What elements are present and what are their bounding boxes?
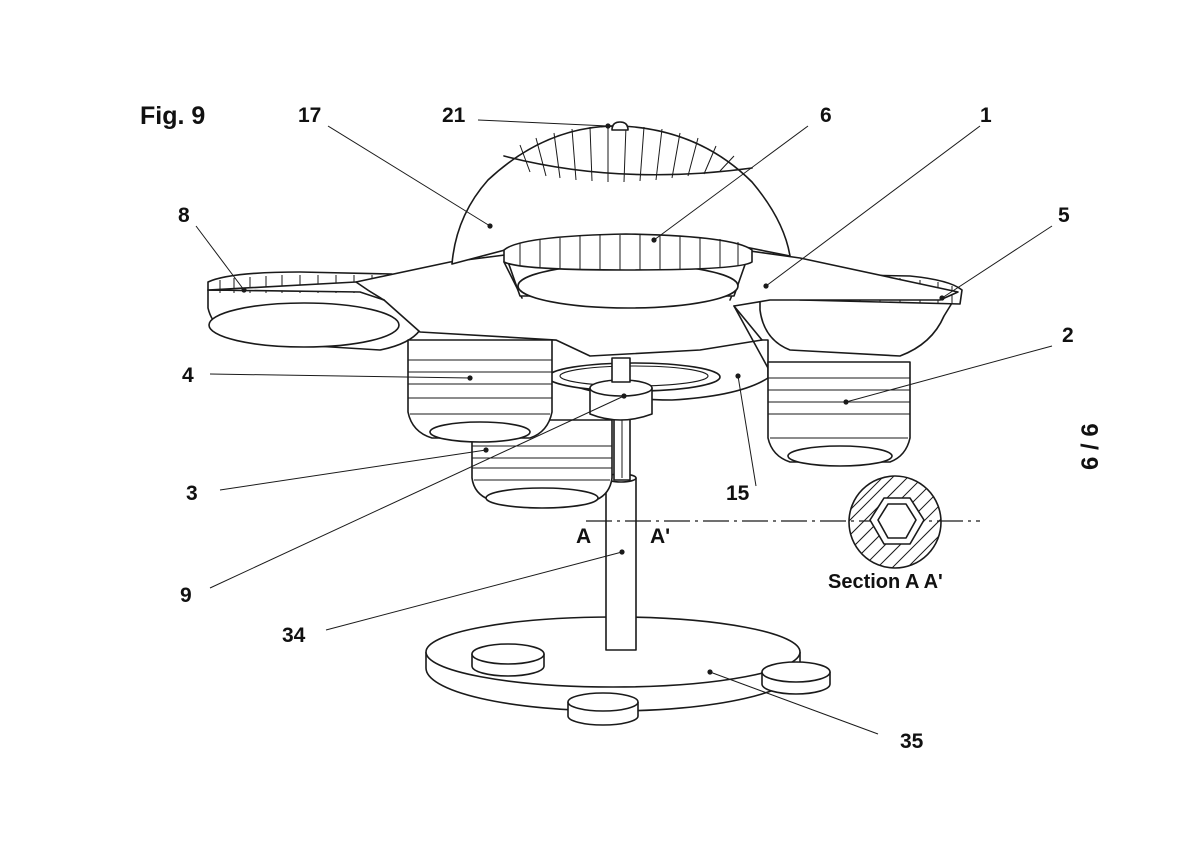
figure-title: Fig. 9 [140,102,205,130]
label-6: 6 [820,104,832,127]
rotor-ring-6 [503,233,753,271]
label-3: 3 [186,482,198,505]
sheet-number: 6 / 6 [1077,423,1104,470]
base-pad-left [471,643,545,677]
label-2: 2 [1062,324,1074,347]
support-rod [605,414,637,651]
label-15: 15 [726,482,750,505]
label-4: 4 [182,364,194,387]
label-9: 9 [180,584,192,607]
label-a-prime: A' [650,525,670,548]
section-aa [586,475,980,569]
motor-4 [407,339,553,443]
label-8: 8 [178,204,190,227]
leader-lines [195,119,1053,735]
label-35: 35 [900,730,924,753]
label-17: 17 [298,104,321,127]
section-caption: Section A A' [828,571,943,593]
base-pad-front [567,692,639,726]
base-pad-right [761,661,831,695]
label-21: 21 [442,104,466,127]
label-5: 5 [1058,204,1070,227]
label-a: A [576,525,591,548]
coupling-9 [589,357,653,421]
motor-2 [767,361,911,467]
dome-17 [451,121,791,265]
reference-labels: Fig. 9 17 21 6 1 8 5 2 4 3 15 9 34 35 A … [140,102,1104,753]
label-1: 1 [980,104,992,127]
label-34: 34 [282,624,306,647]
frame-1 [207,243,963,401]
